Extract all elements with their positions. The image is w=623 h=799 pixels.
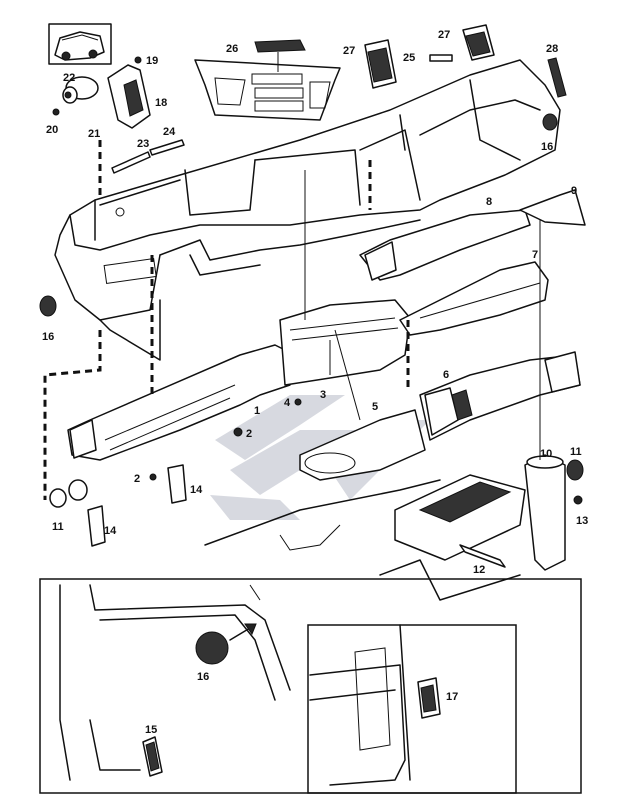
defrost-duct	[419, 351, 581, 441]
callout-24: 24	[163, 126, 176, 138]
callout-10: 10	[540, 448, 552, 460]
callout-16: 16	[197, 671, 209, 683]
callout-11: 11	[52, 521, 64, 533]
side-vent-housing	[107, 64, 151, 129]
callout-2: 2	[246, 428, 252, 440]
floor-edge	[204, 479, 441, 546]
center-vent-grille	[254, 39, 306, 53]
heater-unit	[394, 474, 526, 568]
callout-28: 28	[546, 43, 558, 55]
callout-16: 16	[541, 141, 553, 153]
callout-26: 26	[226, 43, 238, 55]
screw-icon	[52, 108, 60, 116]
callout-23: 23	[137, 138, 149, 150]
air-duct-right-long	[399, 261, 549, 336]
trim-strip	[111, 139, 185, 174]
air-duct-center	[279, 299, 411, 386]
screw-icon	[134, 56, 142, 64]
duct-tube	[167, 464, 187, 504]
speaker-grille	[462, 24, 495, 61]
duct-tube	[87, 505, 106, 547]
vertical-duct	[524, 454, 566, 571]
callout-20: 20	[46, 124, 58, 136]
callout-12: 12	[473, 564, 485, 576]
callout-labels: 1 2 2 3 4 5 6 7 8 9 10 11 11 12 13 14 14…	[42, 29, 588, 736]
callout-13: 13	[576, 515, 588, 527]
assembly-guides	[43, 140, 541, 500]
callout-21: 21	[88, 128, 100, 140]
callout-8: 8	[486, 196, 492, 208]
callout-6: 6	[443, 369, 449, 381]
screw-icon	[149, 473, 157, 481]
callout-22: 22	[63, 72, 75, 84]
callout-14: 14	[104, 525, 117, 537]
callout-1: 1	[254, 405, 260, 417]
callout-9: 9	[571, 185, 577, 197]
duct-outlet-9	[519, 189, 586, 226]
vent-ring	[49, 479, 88, 508]
callout-3: 3	[320, 389, 326, 401]
screw-icon	[573, 495, 583, 505]
callout-19: 19	[146, 55, 158, 67]
callout-25: 25	[403, 52, 415, 64]
callout-7: 7	[532, 249, 538, 261]
callout-17: 17	[446, 691, 458, 703]
round-vent	[566, 459, 584, 481]
callout-16: 16	[42, 331, 54, 343]
air-duct-left	[67, 344, 291, 461]
door-panel-inset	[39, 578, 582, 794]
side-vent-icon	[547, 57, 567, 98]
instrument-hood	[194, 59, 341, 121]
heater-cover	[299, 409, 426, 481]
pillar-inset	[307, 624, 517, 794]
air-duct-upper-right	[359, 209, 531, 281]
callout-18: 18	[155, 97, 167, 109]
screw-icon	[233, 427, 243, 437]
callout-27: 27	[343, 45, 355, 57]
callout-4: 4	[284, 397, 291, 409]
callout-2: 2	[134, 473, 140, 485]
callout-27: 27	[438, 29, 450, 41]
switch-blank	[429, 54, 453, 62]
callout-14: 14	[190, 484, 203, 496]
round-vent	[39, 295, 57, 317]
speaker-grille	[364, 39, 397, 89]
screw-icon	[294, 398, 302, 406]
round-vent	[542, 113, 558, 131]
truck-thumbnail-icon	[48, 23, 112, 65]
floor-edge	[379, 559, 521, 601]
vent-adjuster-knob	[62, 76, 99, 104]
dashboard-panel	[54, 59, 561, 361]
callout-11: 11	[570, 446, 582, 458]
callout-15: 15	[145, 724, 157, 736]
callout-5: 5	[372, 401, 378, 413]
